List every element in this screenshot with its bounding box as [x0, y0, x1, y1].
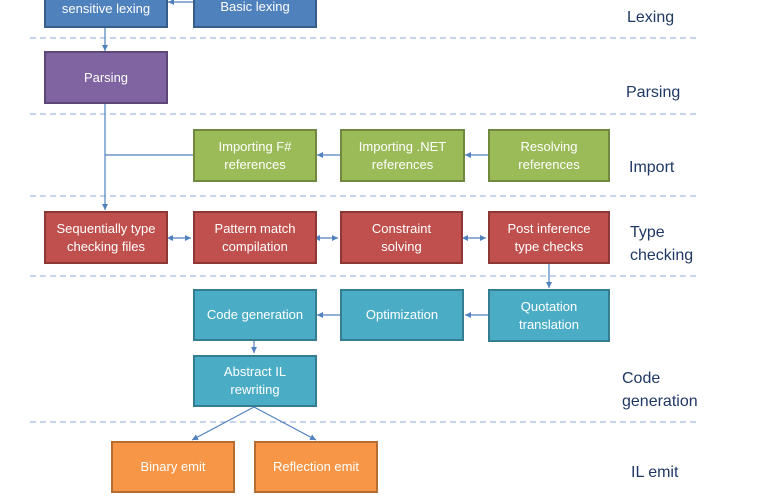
stage-label-type-checking: Type checking: [630, 224, 694, 264]
stage-label-parsing: Parsing: [626, 84, 681, 101]
abstract-il-rewriting-box: Abstract IL rewriting: [193, 355, 317, 407]
stage-label-lexing: Lexing: [627, 9, 675, 26]
arrow-abstract-il-to-reflection-emit: [253, 406, 317, 441]
binary-emit-box: Binary emit: [111, 441, 235, 493]
resolving-references-box: Resolving references: [488, 129, 610, 182]
code-generation-box: Code generation: [193, 289, 317, 341]
basic-lexing-box: Basic lexing: [193, 0, 317, 28]
stage-label-il-emit: IL emit: [631, 464, 679, 481]
reflection-emit-box: Reflection emit: [254, 441, 378, 493]
arrow-abstract-il-to-binary-emit: [191, 406, 255, 441]
importing-net-references-box: Importing .NET references: [340, 129, 465, 182]
quotation-translation-box: Quotation translation: [488, 289, 610, 342]
pattern-match-compilation-box: Pattern match compilation: [193, 211, 317, 264]
sequential-type-checking-box: Sequentially type checking files: [44, 211, 168, 264]
sensitive-lexing-box: sensitive lexing: [44, 0, 168, 28]
constraint-solving-box: Constraint solving: [340, 211, 463, 264]
parsing-box: Parsing: [44, 51, 168, 104]
stage-label-code-generation: Code generation: [622, 370, 698, 410]
stage-label-import: Import: [629, 159, 675, 176]
post-inference-type-checks-box: Post inference type checks: [488, 211, 610, 264]
optimization-box: Optimization: [340, 289, 464, 341]
importing-fsharp-references-box: Importing F# references: [193, 129, 317, 182]
